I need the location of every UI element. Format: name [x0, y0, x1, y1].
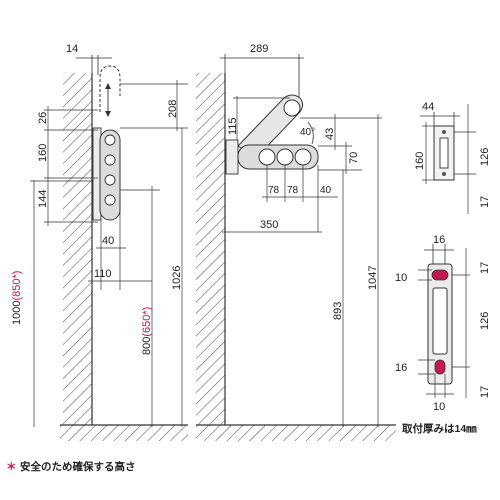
mid-pipe-spacing-1-label: 78: [268, 185, 280, 196]
left-projection-label: 110: [94, 268, 112, 280]
br-bottom-width-label: 16: [395, 362, 407, 374]
br-slot: [432, 287, 448, 355]
mid-wall-offset-label: 350: [260, 219, 278, 231]
left-lower-span-label: 144: [37, 190, 49, 208]
left-floor-hatch: [60, 425, 188, 441]
mid-pipe-1: [258, 148, 276, 166]
left-right-height-label: 1026: [171, 266, 183, 290]
mid-height-lower-label: 893: [332, 302, 344, 320]
mid-wall-hatch: [196, 73, 225, 425]
left-arm-pin-3: [104, 174, 116, 186]
left-arm-depth-label: 40: [102, 235, 114, 247]
mid-pipe-offset-label: 40: [320, 185, 332, 196]
mid-arm-pivot: [283, 99, 301, 117]
br-top-hole: [431, 269, 449, 281]
left-arm-height-alt: (650*): [141, 307, 153, 337]
tr-slot: [439, 137, 449, 169]
left-lift-arrow-up: [105, 83, 111, 89]
top-right-view: 44 160 126 17: [414, 101, 491, 214]
left-pin-spacing-label: 160: [37, 144, 49, 162]
left-arm-pin-4: [104, 194, 116, 206]
left-height-total-label: 1000(850*): [11, 271, 23, 325]
footnote: ＊ 安全のため確保する高さ: [6, 460, 136, 473]
mid-pipe-spacing-2-label: 78: [287, 185, 299, 196]
left-arm-pin-1: [104, 134, 116, 146]
mid-pipe-height-label: 43: [324, 128, 336, 140]
mid-height-upper-label: 1047: [367, 266, 379, 290]
left-lift-travel-label: 208: [167, 100, 179, 118]
br-top-width-label: 16: [433, 234, 445, 246]
middle-view: 289 115 40° 43 70 78 78 40: [196, 43, 396, 441]
br-edge-bottom-label: 17: [479, 386, 491, 398]
tr-screw-bot: [442, 172, 446, 176]
mid-pipe-block-label: 70: [348, 152, 360, 164]
footnote-mark: ＊: [6, 461, 17, 473]
left-height-total-alt: (850*): [11, 271, 23, 301]
left-arm-top-offset-label: 26: [37, 112, 49, 124]
tr-outer-height-label: 160: [414, 152, 426, 170]
br-bottom-hole-label: 10: [433, 401, 445, 413]
mid-floor-hatch: [196, 425, 396, 441]
tr-inner-height-label: 126: [479, 148, 491, 166]
left-lift-arc: [99, 65, 121, 112]
mid-angle-arc: [307, 121, 314, 145]
left-height-total-value: 1000: [11, 301, 23, 325]
mid-pipe-2: [276, 148, 294, 166]
left-top-width-label: 14: [66, 43, 78, 55]
mid-overall-reach-label: 289: [250, 43, 268, 55]
left-arm-height-label: 800(650*): [141, 307, 153, 355]
tr-bottom-offset-label: 17: [479, 196, 491, 208]
left-lift-arrow-down: [105, 111, 111, 117]
mid-base-plate: [225, 139, 239, 175]
br-hole-top-label: 10: [395, 272, 407, 284]
br-bottom-hole: [434, 359, 446, 375]
footnote-text: 安全のため確保する高さ: [20, 460, 136, 473]
mid-arm-angle-label: 40°: [300, 127, 315, 138]
mid-pipe-3: [294, 148, 312, 166]
left-arm-pin-2: [104, 154, 116, 166]
left-view: 14 26 160 144 208 40 110: [11, 43, 188, 441]
br-center-height-label: 126: [479, 312, 491, 330]
tr-screw-top: [442, 130, 446, 134]
bracket-view: 16 10 17 126 17 16 10 取付厚みは14㎜: [395, 234, 491, 435]
br-thickness-note: 取付厚みは14㎜: [402, 422, 477, 435]
tr-width-label: 44: [422, 101, 434, 113]
left-wall-hatch: [63, 73, 92, 425]
br-edge-top-label: 17: [479, 262, 491, 274]
mid-arm-rise-label: 115: [227, 117, 239, 135]
left-arm-height-value: 800: [141, 337, 153, 355]
